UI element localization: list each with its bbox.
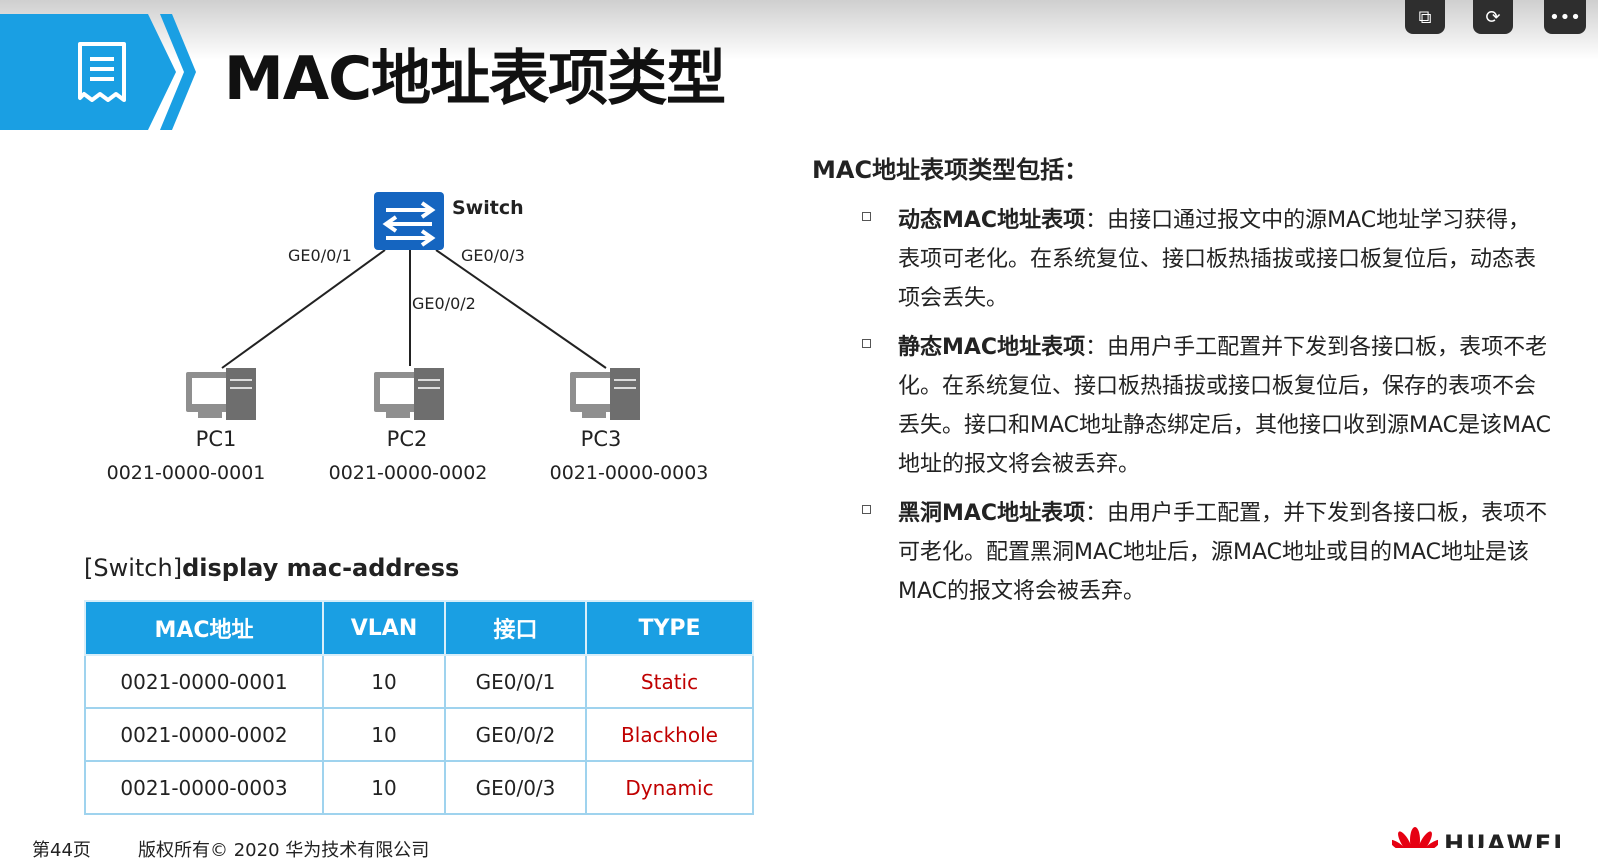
cli-command: [Switch]display mac-address bbox=[84, 554, 459, 582]
pc2-icon bbox=[374, 368, 444, 420]
col-header-interface: 接口 bbox=[444, 600, 587, 656]
port-label-3: GE0/0/3 bbox=[461, 246, 525, 265]
square-bullet-icon bbox=[862, 212, 871, 221]
pc2-mac: 0021-0000-0002 bbox=[329, 462, 488, 484]
cell-type: Static bbox=[585, 654, 754, 709]
pc1-name: PC1 bbox=[196, 427, 237, 451]
item-desc: ：由用户手工配置，并下发到各接口板，表项不可老化。配置黑洞MAC地址后，源MAC… bbox=[898, 501, 1548, 604]
huawei-logo: HUAWEI bbox=[1392, 826, 1588, 848]
caption-icon: ⧉ bbox=[1418, 6, 1432, 28]
pc3-mac: 0021-0000-0003 bbox=[550, 462, 709, 484]
cell-interface: GE0/0/1 bbox=[444, 654, 587, 709]
table-header-row: MAC地址 VLAN 接口 TYPE bbox=[84, 600, 754, 656]
more-icon: ••• bbox=[1549, 6, 1581, 28]
top-toolbar-shade bbox=[0, 0, 1598, 60]
port-label-1: GE0/0/1 bbox=[288, 246, 352, 265]
cell-type: Dynamic bbox=[585, 760, 754, 815]
description-panel: MAC地址表项类型包括： 动态MAC地址表项：由接口通过报文中的源MAC地址学习… bbox=[812, 150, 1552, 621]
item-term: 黑洞MAC地址表项 bbox=[898, 501, 1086, 526]
network-diagram: Switch GE0/0/1 GE0/0/2 GE0/0/3 PC1 PC2 P… bbox=[107, 192, 709, 484]
pc2-name: PC2 bbox=[387, 427, 428, 451]
page-title: MAC地址表项类型 bbox=[224, 44, 726, 114]
cell-mac: 0021-0000-0002 bbox=[84, 707, 324, 762]
cell-interface: GE0/0/2 bbox=[444, 707, 587, 762]
cell-interface: GE0/0/3 bbox=[444, 760, 587, 815]
item-desc: ：由接口通过报文中的源MAC地址学习获得，表项可老化。在系统复位、接口板热插拔或… bbox=[898, 208, 1537, 311]
caption-button[interactable]: ⧉ bbox=[1405, 0, 1445, 34]
table-row: 0021-0000-0003 10 GE0/0/3 Dynamic bbox=[84, 760, 754, 815]
cli-prompt: [Switch] bbox=[84, 554, 183, 582]
table-row: 0021-0000-0001 10 GE0/0/1 Static bbox=[84, 654, 754, 709]
cell-mac: 0021-0000-0003 bbox=[84, 760, 324, 815]
col-header-type: TYPE bbox=[585, 600, 754, 656]
pc3-name: PC3 bbox=[581, 427, 622, 451]
col-header-mac: MAC地址 bbox=[84, 600, 324, 656]
list-item: 静态MAC地址表项：由用户手工配置并下发到各接口板，表项不老化。在系统复位、接口… bbox=[812, 328, 1552, 484]
list-item: 黑洞MAC地址表项：由用户手工配置，并下发到各接口板，表项不可老化。配置黑洞MA… bbox=[812, 494, 1552, 611]
list-item: 动态MAC地址表项：由接口通过报文中的源MAC地址学习获得，表项可老化。在系统复… bbox=[812, 201, 1552, 318]
table-row: 0021-0000-0002 10 GE0/0/2 Blackhole bbox=[84, 707, 754, 762]
cell-vlan: 10 bbox=[322, 654, 446, 709]
huawei-flower-icon bbox=[1392, 827, 1438, 848]
brand-name: HUAWEI bbox=[1444, 830, 1565, 848]
title-badge bbox=[0, 14, 196, 130]
item-term: 静态MAC地址表项 bbox=[898, 335, 1086, 360]
page-number: 第44页 bbox=[32, 840, 91, 861]
cli-command-text: display mac-address bbox=[182, 554, 460, 582]
link-pc3 bbox=[435, 249, 607, 369]
switch-label: Switch bbox=[452, 197, 524, 219]
pc1-icon bbox=[186, 368, 256, 420]
item-term: 动态MAC地址表项 bbox=[898, 208, 1086, 233]
switch-icon bbox=[374, 192, 444, 250]
square-bullet-icon bbox=[862, 339, 871, 348]
description-list: 动态MAC地址表项：由接口通过报文中的源MAC地址学习获得，表项可老化。在系统复… bbox=[812, 201, 1552, 611]
copyright: 版权所有© 2020 华为技术有限公司 bbox=[138, 840, 430, 861]
more-button[interactable]: ••• bbox=[1544, 0, 1586, 34]
item-desc: ：由用户手工配置并下发到各接口板，表项不老化。在系统复位、接口板热插拔或接口板复… bbox=[898, 335, 1552, 477]
cell-type: Blackhole bbox=[585, 707, 754, 762]
rotate-button[interactable]: ⟳ bbox=[1473, 0, 1513, 34]
link-pc1 bbox=[221, 249, 386, 369]
cell-vlan: 10 bbox=[322, 707, 446, 762]
description-heading: MAC地址表项类型包括： bbox=[812, 156, 1089, 184]
document-icon bbox=[78, 42, 126, 102]
cell-mac: 0021-0000-0001 bbox=[84, 654, 324, 709]
pc1-mac: 0021-0000-0001 bbox=[107, 462, 266, 484]
rotate-icon: ⟳ bbox=[1485, 6, 1501, 28]
cell-vlan: 10 bbox=[322, 760, 446, 815]
port-label-2: GE0/0/2 bbox=[412, 294, 476, 313]
pc3-icon bbox=[570, 368, 640, 420]
col-header-vlan: VLAN bbox=[322, 600, 446, 656]
square-bullet-icon bbox=[862, 505, 871, 514]
mac-address-table: MAC地址 VLAN 接口 TYPE 0021-0000-0001 10 GE0… bbox=[84, 600, 754, 815]
